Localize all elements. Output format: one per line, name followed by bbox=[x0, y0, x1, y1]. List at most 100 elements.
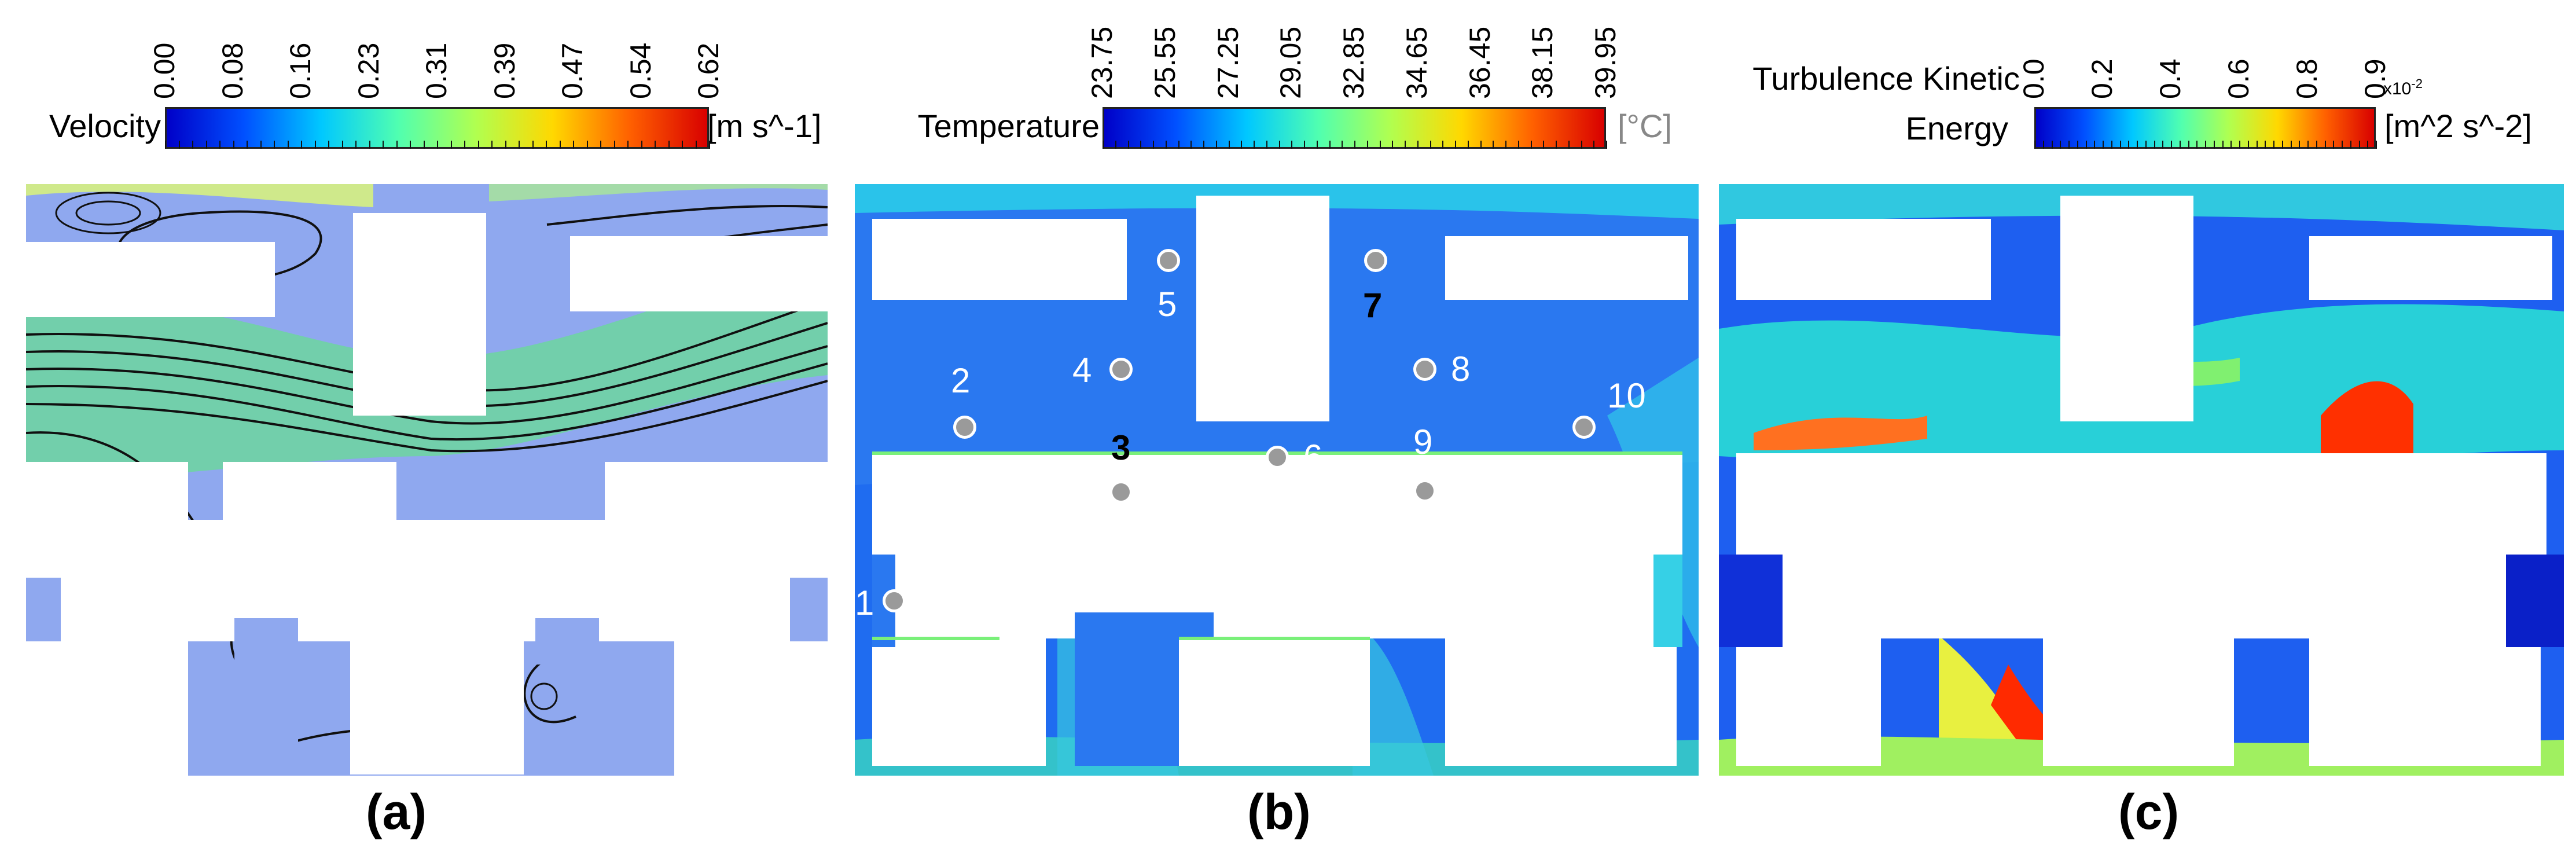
minor-tick-a-19 bbox=[423, 141, 425, 149]
minor-tick-c-32 bbox=[2307, 141, 2309, 149]
tick-label-b-8: 39.95 bbox=[1589, 26, 1622, 99]
tick-label-b-3: 29.05 bbox=[1274, 26, 1307, 99]
minor-tick-b-3 bbox=[1140, 141, 1142, 149]
tick-label-a-7: 0.54 bbox=[624, 42, 657, 99]
minor-tick-a-38 bbox=[682, 141, 683, 149]
minor-tick-c-18 bbox=[2188, 141, 2189, 149]
minor-tick-c-1 bbox=[2042, 141, 2044, 149]
minor-tick-a-15 bbox=[369, 141, 370, 149]
minor-tick-c-37 bbox=[2350, 141, 2351, 149]
minor-tick-c-30 bbox=[2290, 141, 2292, 149]
minor-tick-c-20 bbox=[2205, 141, 2206, 149]
panel-c-caption: (c) bbox=[2118, 784, 2180, 840]
minor-tick-b-33 bbox=[1517, 141, 1519, 149]
minor-tick-b-36 bbox=[1556, 141, 1557, 149]
minor-tick-c-24 bbox=[2239, 141, 2240, 149]
tke-contours bbox=[1719, 184, 2564, 776]
minor-tick-c-4 bbox=[2068, 141, 2070, 149]
minor-tick-b-15 bbox=[1291, 141, 1293, 149]
probe-label-3: 3 bbox=[1111, 428, 1131, 467]
minor-tick-b-26 bbox=[1430, 141, 1431, 149]
probe-point-3 bbox=[1109, 480, 1133, 504]
tick-label-c-1: 0.2 bbox=[2086, 58, 2118, 99]
tick-label-c-4: 0.8 bbox=[2291, 58, 2323, 99]
minor-tick-a-22 bbox=[464, 141, 465, 149]
minor-tick-b-12 bbox=[1254, 141, 1255, 149]
tick-label-c-3: 0.6 bbox=[2222, 58, 2255, 99]
temperature-unit-label: [°C] bbox=[1618, 108, 1672, 144]
minor-tick-a-24 bbox=[491, 141, 493, 149]
minor-tick-c-25 bbox=[2247, 141, 2249, 149]
minor-tick-b-31 bbox=[1493, 141, 1494, 149]
minor-tick-b-38 bbox=[1581, 141, 1582, 149]
minor-tick-a-31 bbox=[586, 141, 588, 149]
minor-tick-a-1 bbox=[178, 141, 180, 149]
minor-tick-a-5 bbox=[233, 141, 234, 149]
minor-tick-c-33 bbox=[2316, 141, 2317, 149]
minor-tick-a-36 bbox=[655, 141, 656, 149]
minor-tick-c-8 bbox=[2103, 141, 2104, 149]
minor-tick-a-35 bbox=[641, 141, 642, 149]
minor-tick-b-16 bbox=[1304, 141, 1305, 149]
minor-tick-a-0 bbox=[165, 141, 166, 149]
tick-label-c-2: 0.4 bbox=[2154, 58, 2187, 99]
tick-label-c-5: 0.9 bbox=[2359, 58, 2391, 99]
minor-tick-b-18 bbox=[1329, 141, 1331, 149]
minor-tick-c-5 bbox=[2077, 141, 2078, 149]
tick-label-a-5: 0.39 bbox=[488, 42, 521, 99]
minor-tick-c-22 bbox=[2222, 141, 2224, 149]
tick-label-a-0: 0.00 bbox=[148, 42, 181, 99]
probe-label-6: 6 bbox=[1303, 438, 1323, 476]
probe-point-6 bbox=[1266, 446, 1289, 469]
minor-tick-b-11 bbox=[1241, 141, 1243, 149]
velocity-bar-label: Velocity bbox=[49, 108, 161, 144]
probe-label-5: 5 bbox=[1157, 285, 1177, 324]
minor-tick-c-7 bbox=[2094, 141, 2096, 149]
minor-tick-c-9 bbox=[2111, 141, 2112, 149]
tick-label-a-1: 0.08 bbox=[216, 42, 249, 99]
probe-label-8: 8 bbox=[1451, 350, 1471, 388]
tke-bar-label-line1: Turbulence Kinetic bbox=[1752, 60, 2020, 97]
minor-tick-b-39 bbox=[1593, 141, 1595, 149]
minor-tick-b-25 bbox=[1417, 141, 1419, 149]
minor-tick-b-19 bbox=[1342, 141, 1343, 149]
velocity-streamlines bbox=[26, 184, 828, 776]
minor-tick-c-31 bbox=[2299, 141, 2301, 149]
minor-tick-a-30 bbox=[573, 141, 574, 149]
tick-label-b-1: 25.55 bbox=[1148, 26, 1181, 99]
minor-tick-a-12 bbox=[328, 141, 329, 149]
minor-tick-a-11 bbox=[314, 141, 316, 149]
minor-tick-c-13 bbox=[2145, 141, 2147, 149]
tke-field-panel bbox=[1719, 184, 2564, 776]
tke-multiplier-base: x10 bbox=[2383, 79, 2412, 98]
minor-tick-a-14 bbox=[355, 141, 357, 149]
probe-label-1: 1 bbox=[855, 583, 874, 622]
minor-tick-a-28 bbox=[546, 141, 547, 149]
minor-tick-a-9 bbox=[287, 141, 289, 149]
tick-label-a-3: 0.23 bbox=[352, 42, 385, 99]
minor-tick-a-27 bbox=[532, 141, 534, 149]
velocity-field-panel bbox=[26, 184, 828, 776]
minor-tick-c-15 bbox=[2162, 141, 2164, 149]
minor-tick-b-21 bbox=[1366, 141, 1368, 149]
minor-tick-b-40 bbox=[1606, 141, 1607, 149]
temperature-bar-label: Temperature bbox=[917, 108, 1100, 144]
minor-tick-a-39 bbox=[695, 141, 697, 149]
tick-label-b-7: 38.15 bbox=[1526, 26, 1559, 99]
velocity-colorbar bbox=[165, 107, 709, 149]
minor-tick-c-10 bbox=[2119, 141, 2121, 149]
minor-tick-b-0 bbox=[1103, 141, 1104, 149]
minor-tick-a-6 bbox=[247, 141, 248, 149]
tke-unit-label: [m^2 s^-2] bbox=[2384, 108, 2532, 144]
minor-tick-c-23 bbox=[2230, 141, 2232, 149]
probe-point-8 bbox=[1413, 358, 1436, 381]
minor-tick-a-20 bbox=[437, 141, 438, 149]
tick-label-a-6: 0.47 bbox=[556, 42, 589, 99]
minor-tick-a-17 bbox=[396, 141, 398, 149]
minor-tick-b-35 bbox=[1543, 141, 1545, 149]
minor-tick-c-14 bbox=[2154, 141, 2155, 149]
minor-tick-c-26 bbox=[2256, 141, 2258, 149]
minor-tick-b-7 bbox=[1190, 141, 1192, 149]
minor-tick-c-17 bbox=[2179, 141, 2181, 149]
tick-label-b-5: 34.65 bbox=[1400, 26, 1433, 99]
